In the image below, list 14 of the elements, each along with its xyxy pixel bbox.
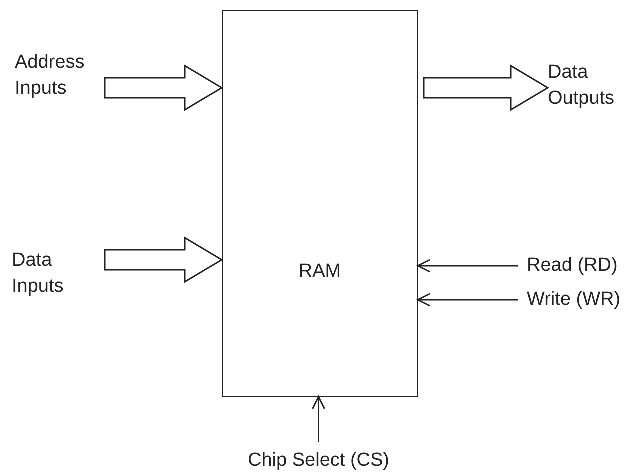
signal-label: Read (RD): [527, 253, 618, 279]
arrow: [312, 396, 326, 442]
signal-label: Chip Select (CS): [248, 448, 390, 474]
input-label: Address Inputs: [15, 50, 95, 102]
block-arrow: [104, 236, 224, 284]
arrow: [417, 293, 518, 307]
output-label: Data Outputs: [548, 60, 618, 112]
block-arrow: [423, 64, 550, 112]
ram-block: [222, 10, 418, 397]
input-label: Data Inputs: [12, 248, 67, 300]
signal-label: Write (WR): [527, 287, 621, 313]
block-arrow: [104, 64, 224, 112]
arrow: [417, 259, 518, 273]
block-label: RAM: [298, 260, 342, 284]
